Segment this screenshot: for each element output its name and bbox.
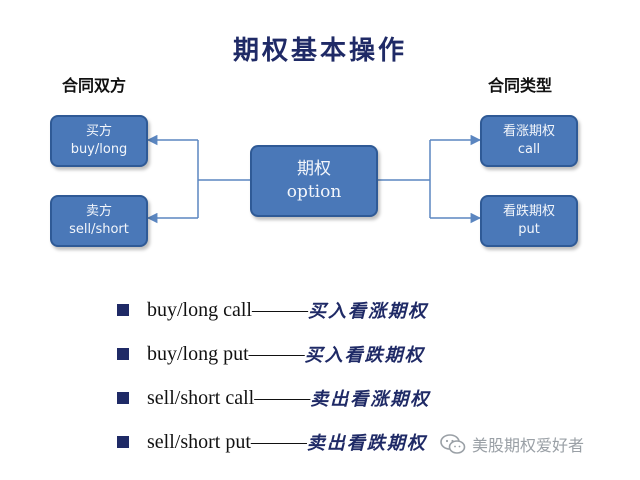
bullet-square-icon	[117, 436, 129, 448]
bullet-square-icon	[117, 304, 129, 316]
bullet-square-icon	[117, 392, 129, 404]
watermark: 美股期权爱好者	[440, 432, 584, 456]
bullet-cn-text: 买入看涨期权	[307, 301, 428, 322]
buyer-box: 买方 buy/long	[50, 115, 148, 167]
page-title: 期权基本操作	[232, 36, 407, 66]
bullet-cn-text: 卖出看跌期权	[306, 433, 427, 454]
put-box: 看跌期权 put	[480, 195, 578, 247]
list-item: sell/short call ——— 卖出看涨期权	[117, 376, 430, 420]
bullet-dash: ———	[251, 298, 308, 321]
bullet-dash: ———	[248, 342, 305, 365]
bullet-dash: ———	[254, 386, 310, 409]
bullet-cn-text: 买入看跌期权	[304, 345, 425, 366]
watermark-text: 美股期权爱好者	[472, 436, 585, 455]
bullet-en-text: buy/long put	[147, 342, 249, 365]
seller-label-cn: 卖方	[85, 204, 112, 219]
put-label-en: put	[518, 222, 540, 237]
list-item: buy/long call ——— 买入看涨期权	[117, 288, 430, 332]
call-label-cn: 看涨期权	[502, 124, 555, 139]
list-item: sell/short put ——— 卖出看跌期权	[117, 420, 430, 464]
seller-label-en: sell/short	[69, 222, 129, 237]
put-label-cn: 看跌期权	[502, 204, 555, 219]
bullet-cn-text: 卖出看涨期权	[310, 389, 431, 410]
option-label-en: option	[286, 182, 342, 202]
seller-box: 卖方 sell/short	[50, 195, 148, 247]
right-heading: 合同类型	[488, 76, 553, 95]
operations-list: buy/long call ——— 买入看涨期权 buy/long put ——…	[117, 288, 430, 464]
bullet-square-icon	[117, 348, 129, 360]
left-heading: 合同双方	[62, 76, 127, 95]
bullet-en-text: buy/long call	[147, 298, 252, 321]
call-box: 看涨期权 call	[480, 115, 578, 167]
buyer-label-cn: 买方	[85, 124, 112, 139]
call-label-en: call	[517, 142, 541, 157]
bullet-dash: ———	[250, 430, 307, 453]
bullet-en-text: sell/short put	[147, 430, 251, 453]
wechat-logo-icon	[440, 434, 466, 454]
bullet-en-text: sell/short call	[147, 386, 255, 409]
option-label-cn: 期权	[297, 159, 331, 179]
buyer-label-en: buy/long	[70, 142, 128, 157]
option-box: 期权 option	[250, 145, 378, 217]
list-item: buy/long put ——— 买入看跌期权	[117, 332, 430, 376]
